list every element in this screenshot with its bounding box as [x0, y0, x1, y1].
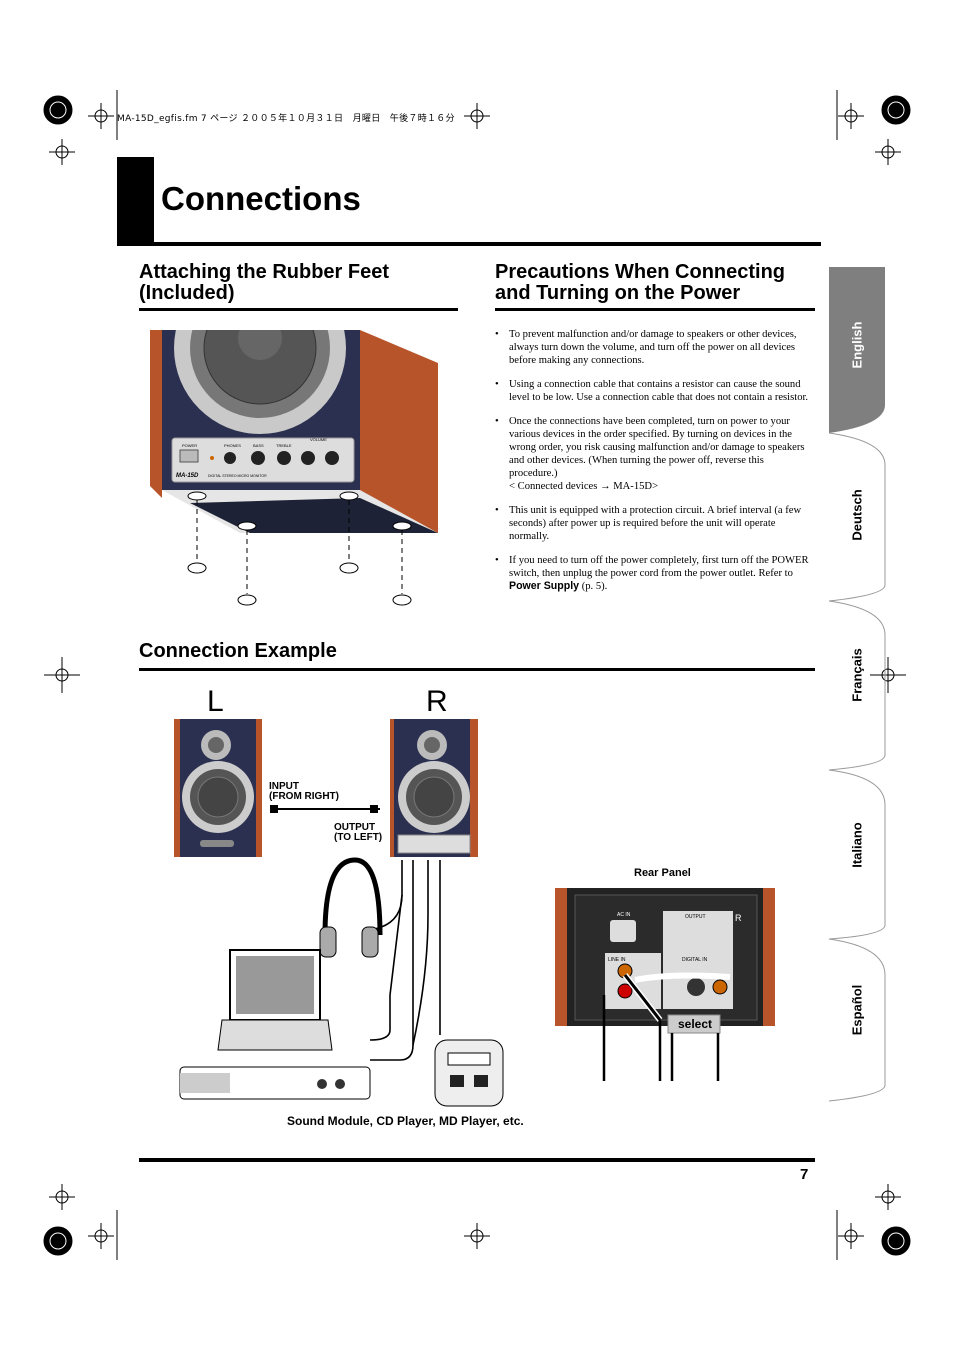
precaution-item: Once the connections have been completed… — [495, 415, 815, 493]
right-speaker-label: R — [426, 685, 448, 718]
precaution-item: Using a connection cable that contains a… — [495, 378, 815, 404]
tab-francais[interactable]: Français — [849, 648, 865, 702]
panel-label-power: POWER — [182, 443, 197, 448]
precautions-rule — [495, 308, 815, 311]
output-label: OUTPUT(TO LEFT) — [334, 822, 383, 843]
rear-r-mark: R — [735, 913, 742, 923]
precaution-item: If you need to turn off the power comple… — [495, 554, 815, 593]
devices-label: Sound Module, CD Player, MD Player, etc. — [287, 1114, 524, 1128]
panel-label-treble: TREBLE — [276, 443, 292, 448]
precaution-item: This unit is equipped with a protection … — [495, 504, 815, 543]
language-tab-outline — [828, 267, 886, 1102]
panel-label-phones: PHONES — [224, 443, 241, 448]
page-number: 7 — [800, 1166, 809, 1183]
rear-digital-in: DIGITAL IN — [682, 957, 708, 963]
panel-label-volume: VOLUME — [310, 437, 327, 442]
tab-italiano[interactable]: Italiano — [849, 822, 865, 868]
rear-output: OUTPUT — [685, 914, 706, 920]
select-label: select — [678, 1017, 712, 1031]
rear-panel-label: Rear Panel — [634, 867, 691, 879]
title-block — [117, 157, 154, 244]
panel-label-desc: DIGITAL STEREO MICRO MONITOR — [208, 474, 267, 478]
rubber-feet-heading: Attaching the Rubber Feet (Included) — [139, 261, 390, 304]
title-rule — [117, 242, 821, 246]
tab-espanol[interactable]: Español — [849, 984, 865, 1036]
precaution-item: To prevent malfunction and/or damage to … — [495, 328, 815, 367]
page-title: Connections — [161, 180, 361, 217]
file-header-line: MA-15D_egfis.fm 7 ページ ２００５年１０月３１日 月曜日 午後… — [117, 114, 455, 124]
connection-example-heading: Connection Example — [139, 640, 337, 662]
panel-label-bass: BASS — [253, 443, 264, 448]
panel-label-model: MA-15D — [176, 473, 199, 479]
tab-deutsch[interactable]: Deutsch — [849, 489, 865, 541]
rear-ac-in: AC IN — [617, 912, 631, 918]
footer-rule — [139, 1158, 815, 1162]
left-speaker-label: L — [207, 685, 224, 718]
power-supply-ref: Power Supply — [509, 580, 580, 592]
precautions-heading: Precautions When Connecting and Turning … — [495, 261, 786, 304]
connection-order: < Connected devices → MA-15D> — [509, 481, 659, 492]
rubber-feet-illustration: POWER PHONES BASS TREBLE VOLUME MA-15D D… — [150, 328, 438, 606]
input-label: INPUT(FROM RIGHT) — [269, 781, 339, 802]
precautions-list: To prevent malfunction and/or damage to … — [495, 328, 815, 604]
rear-line-in: LINE IN — [608, 957, 626, 963]
rubber-feet-rule — [139, 308, 458, 311]
connection-diagram: AC IN OUTPUT LINE IN DIGITAL IN R select — [174, 719, 775, 1107]
tab-english[interactable]: English — [849, 321, 865, 369]
connection-example-rule — [139, 668, 815, 671]
